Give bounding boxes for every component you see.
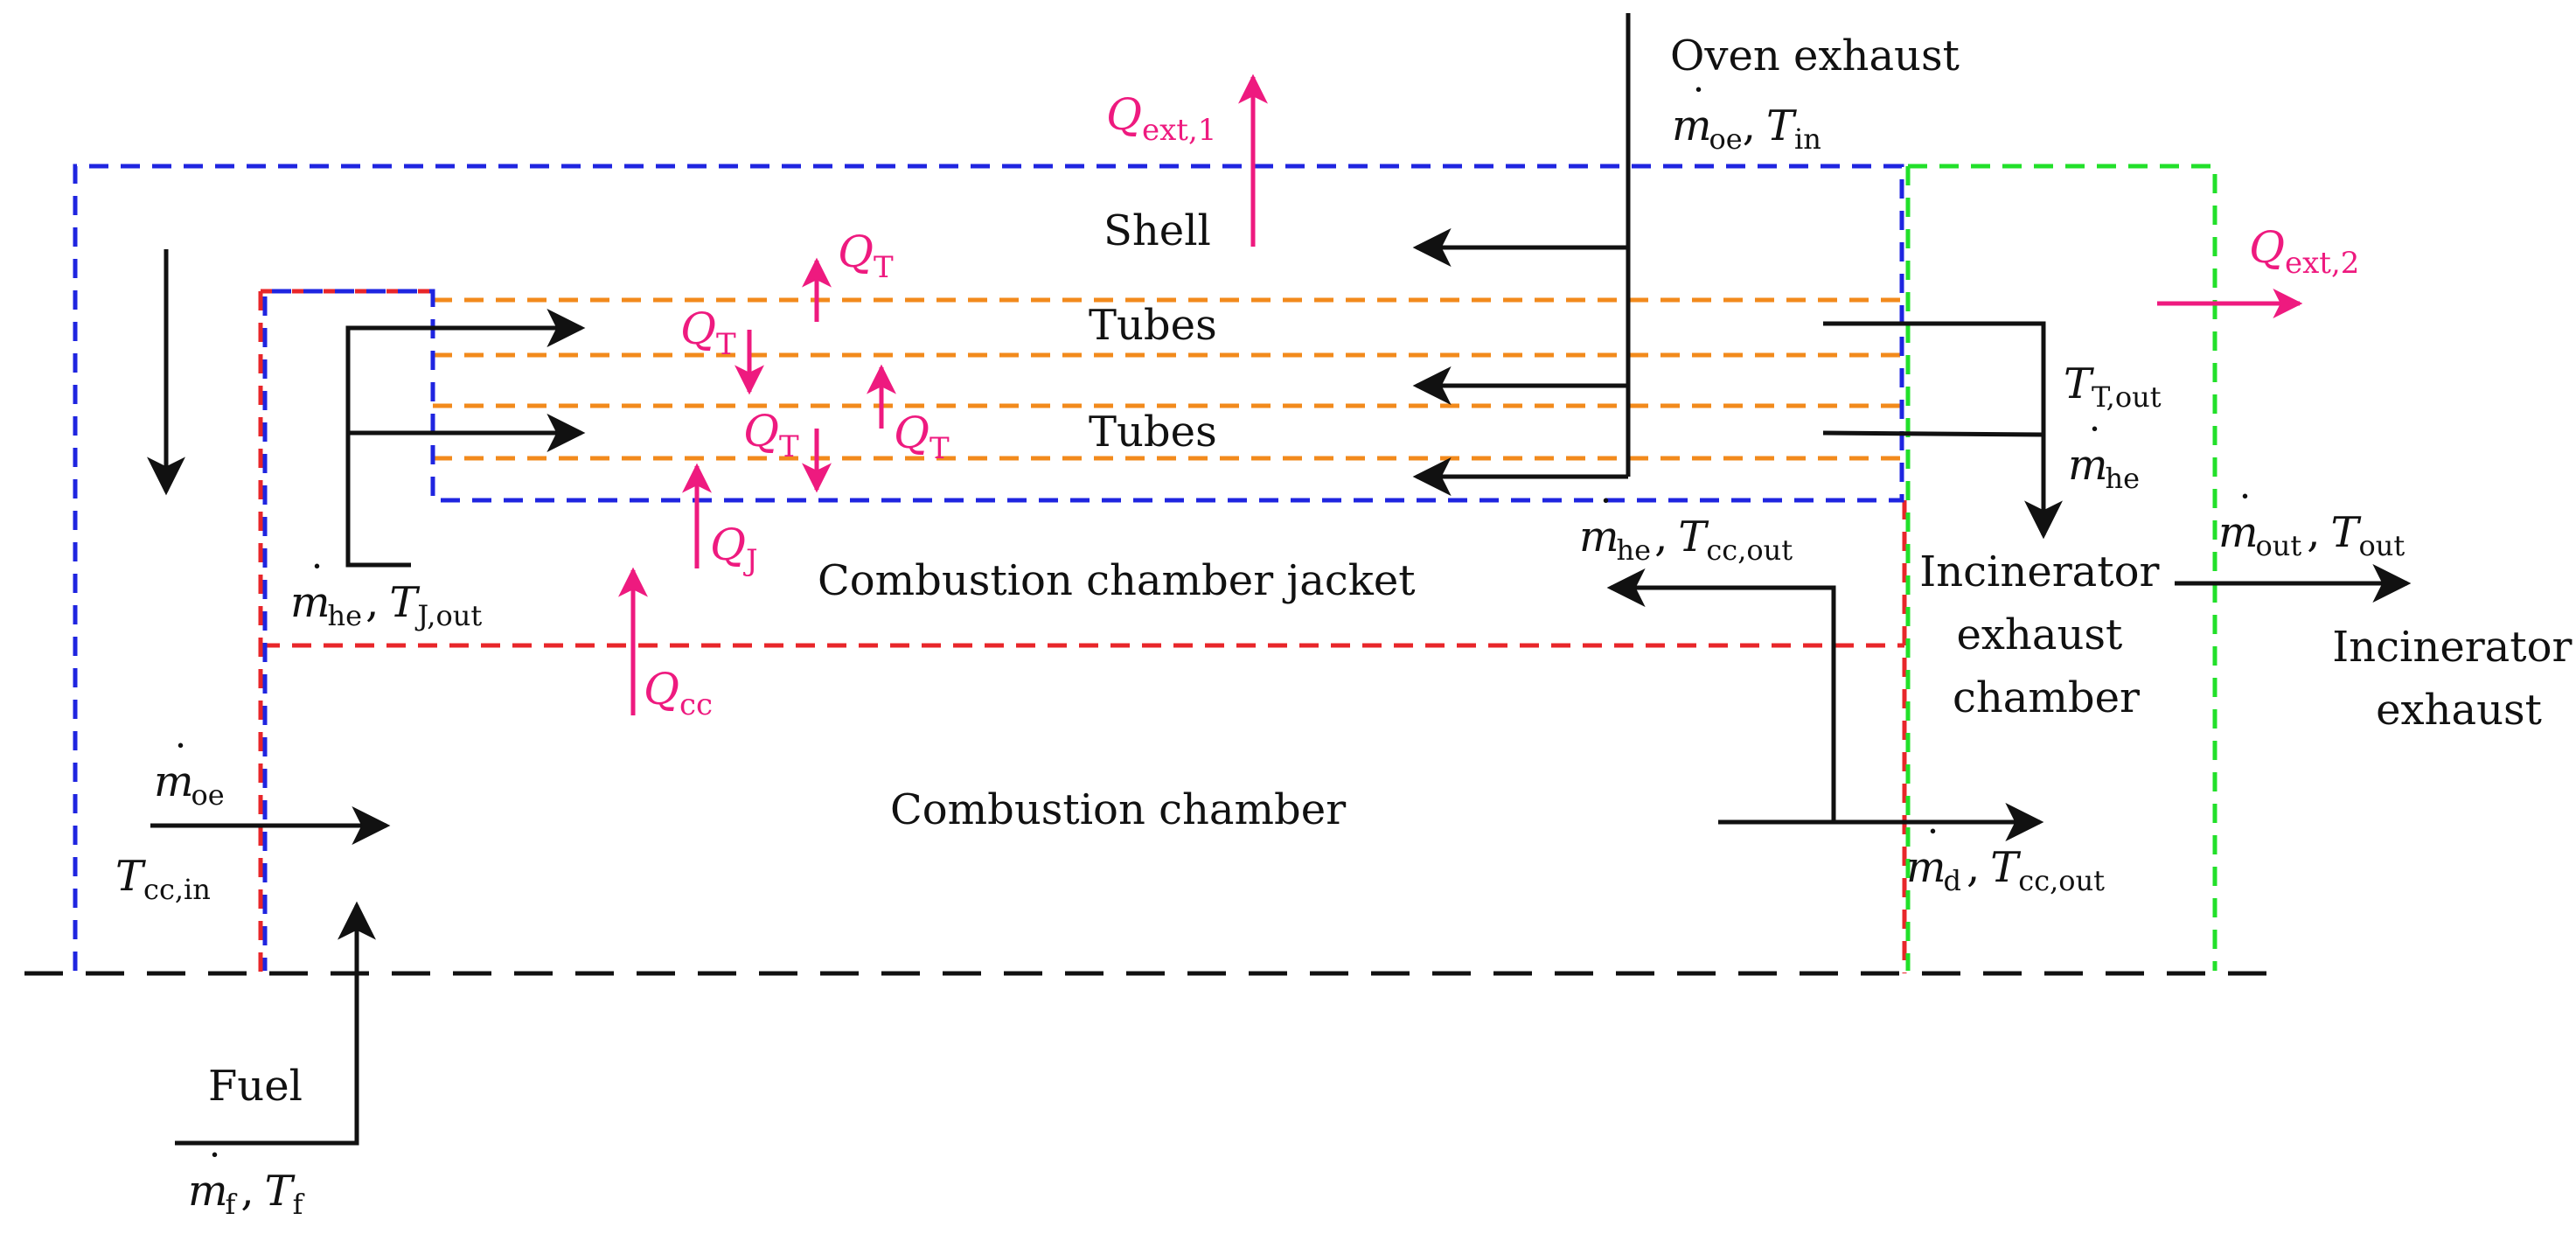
tube-outlet-line [1823,321,2063,540]
incinerator-exhaust-label: Incinerator exhaust [2332,623,2576,735]
shell-boundary [73,164,1904,971]
combustion-boundary [258,289,1907,973]
q-ext2-label: Qext,2 [2249,222,2359,281]
fuel-symbols: m˙f,Tf [188,1146,305,1221]
tubes-label-1: Tubes [1089,301,1217,350]
q-j-label: QJ [710,519,758,578]
jacket-label: Combustion chamber jacket [818,556,1416,605]
q-t-label-4: QT [894,408,950,466]
cc-to-jacket-symbols: m˙he,Tcc,out [1579,492,1793,567]
fuel-label: Fuel [208,1062,303,1111]
tubes-label-2: Tubes [1089,408,1217,457]
jacket-outlet-line [345,309,586,568]
cc-inlet-temp: Tcc,in [115,852,211,906]
cc-outlet-symbols: m˙d,Tcc,out [1906,822,2105,897]
tube-outlet-flow: m˙he [2068,420,2140,495]
cc-to-jacket-line [1606,568,1836,822]
jacket-outlet-symbols: m˙he,TJ,out [290,557,482,632]
tube-outlet-2 [1822,430,2044,437]
incinerator-boundary [1905,164,2217,971]
tube-outlet-temp: TT,out [2064,359,2162,414]
oven-exhaust-label: Oven exhaust [1670,31,1960,80]
shell-label: Shell [1104,206,1211,255]
q-ext1-label: Qext,1 [1106,89,1216,148]
q-t-label-3: QT [743,406,799,464]
oven-exhaust-symbols: m˙oe,Tin [1672,80,1821,156]
incinerator-chamber-label: Incinerator exhaust chamber [1919,547,2172,722]
q-cc-label: Qcc [644,664,713,722]
incinerator-out-symbols: m˙out,Tout [2218,487,2405,562]
combustion-chamber-label: Combustion chamber [890,785,1346,834]
q-t-label-1: QT [838,227,894,285]
tube-boundaries [433,297,1902,461]
q-t-label-2: QT [680,303,736,362]
fuel-line [175,901,376,1146]
cc-inlet-flow: m˙oe [154,736,225,812]
